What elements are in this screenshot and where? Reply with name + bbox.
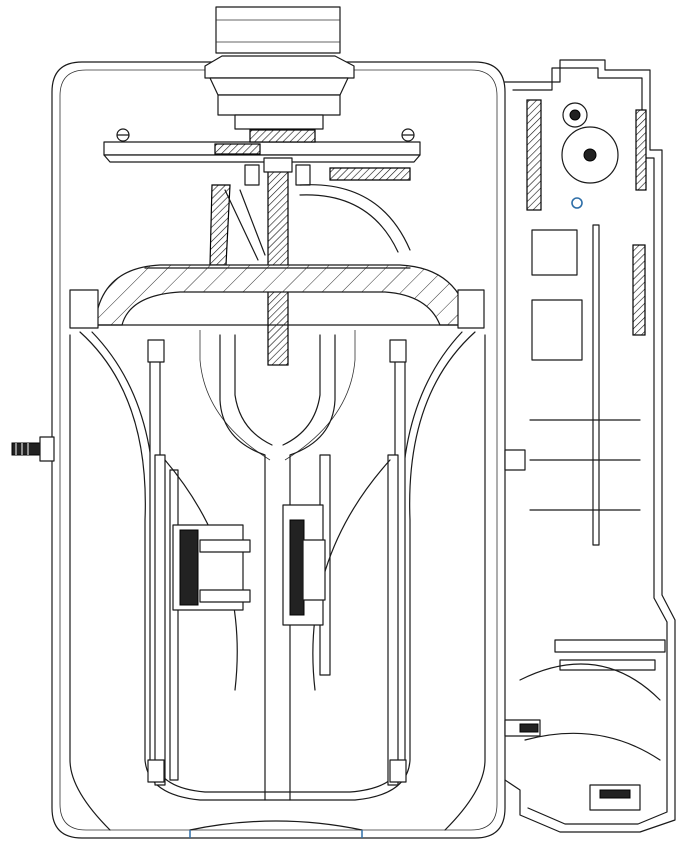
left-filter (149, 344, 251, 786)
top-flange (103, 128, 421, 181)
center-shaft (244, 157, 311, 366)
control-board (519, 99, 666, 811)
central-divider (219, 334, 336, 801)
side-control-box (504, 59, 676, 833)
right-filter (282, 344, 406, 786)
inner-bowl (69, 330, 486, 831)
hatched-dome (69, 264, 485, 329)
side-knob (11, 436, 55, 462)
bottom-clamps (147, 339, 407, 783)
main-housing (51, 61, 506, 839)
top-motor-cap (204, 6, 355, 130)
hose-arc (209, 184, 411, 266)
pump-wheel (561, 102, 619, 209)
